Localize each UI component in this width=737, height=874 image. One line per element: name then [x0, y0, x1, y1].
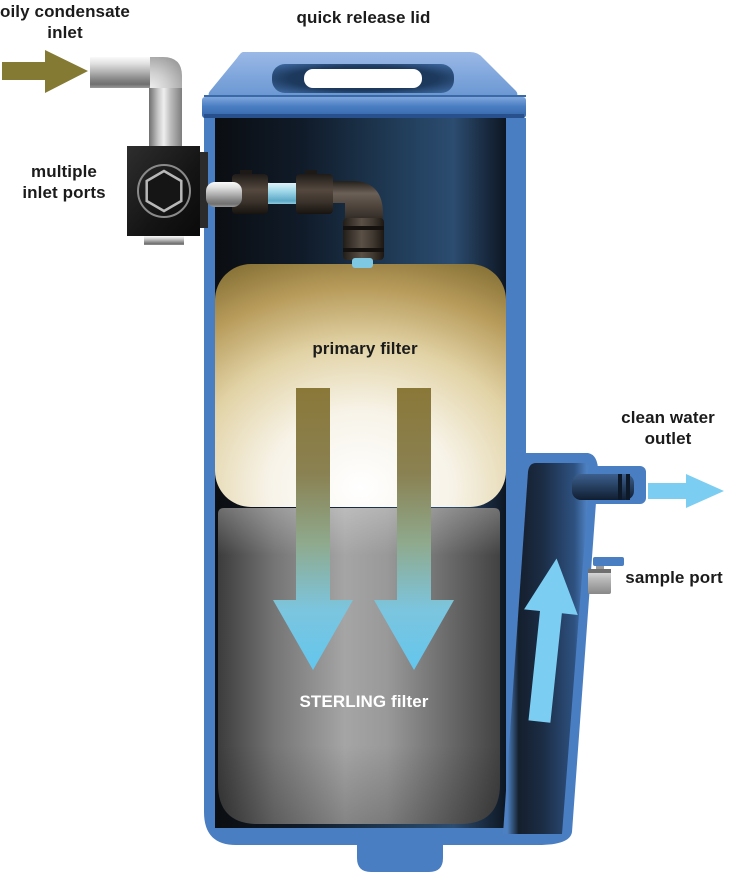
riser-channel: [503, 463, 590, 834]
outlet-stub-pipe: [572, 474, 634, 500]
lid-rim: [202, 97, 526, 118]
pipe-elbow: [333, 181, 383, 222]
port-plug-ring-icon: [137, 164, 191, 218]
inlet-manifold: [127, 146, 242, 245]
pipe-fitting: [296, 174, 333, 214]
pipe-fitting: [343, 218, 384, 260]
label-quick-release-lid: quick release lid: [296, 8, 431, 27]
label-sample-port: sample port: [625, 568, 723, 587]
label-primary-filter: primary filter: [312, 339, 418, 358]
vessel-foot: [360, 845, 440, 865]
flow-arrow-right-icon: [374, 388, 454, 670]
clean-water-outlet-port: [572, 466, 724, 508]
pipe-fitting: [232, 174, 268, 214]
inlet-pipe: [90, 57, 182, 150]
manifold-stub: [206, 182, 242, 207]
primary-filter-block: [215, 264, 506, 507]
label-clean-water-outlet: clean water outlet: [621, 408, 715, 448]
label-sterling-filter: STERLING filter: [299, 692, 429, 711]
clean-water-arrow-icon: [648, 474, 724, 508]
sample-port-valve: [588, 557, 624, 594]
pipe-outlet-tip: [352, 258, 373, 268]
lid-handle-slot: [304, 69, 422, 88]
riser-flow-arrow-icon: [524, 558, 578, 723]
sample-valve-handle: [593, 557, 624, 566]
quick-release-lid: [202, 52, 526, 118]
hex-plug-icon: [145, 169, 183, 213]
label-multiple-inlet-ports: multiple inlet ports: [22, 162, 106, 202]
flow-arrow-left-icon: [273, 388, 353, 670]
filter-flow-arrows: [273, 388, 454, 670]
label-oily-condensate-inlet: oily condensate inlet: [0, 2, 130, 42]
sample-valve-body: [588, 569, 611, 594]
sterling-filter-cylinder: [218, 508, 500, 824]
oily-inlet-arrow-icon: [2, 50, 88, 93]
